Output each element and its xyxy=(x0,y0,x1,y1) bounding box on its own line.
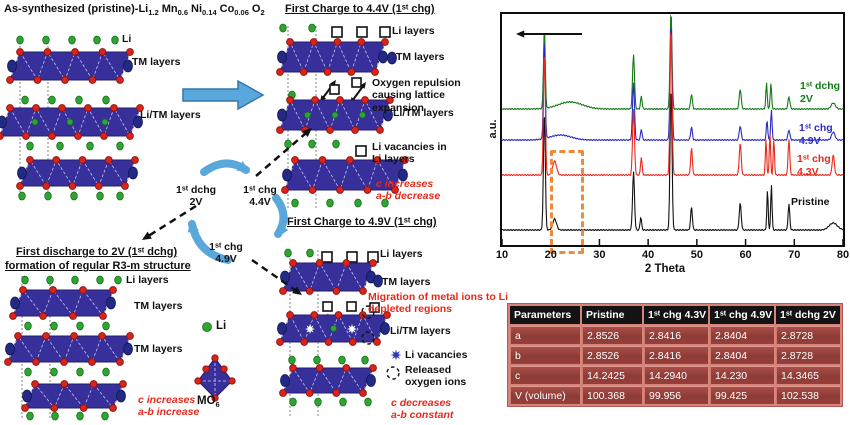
discharge-structure-canvas xyxy=(4,275,236,421)
legend-mo6-label: MO6 xyxy=(197,395,220,409)
discharge-title-line2: formation of regular R3-m structure xyxy=(5,260,191,272)
row-label: V (volume) xyxy=(510,386,580,404)
curve-label-dchg-2v-line1: 1ˢᵗ dchg xyxy=(800,80,841,92)
charge44-title: First Charge to 4.4V (1ˢᵗ chg) xyxy=(285,3,435,15)
discharge-c-note: c increases xyxy=(138,394,196,406)
legend-li-vacancies-label: Li vacancies xyxy=(405,349,468,361)
charge44-structure-canvas xyxy=(276,23,409,208)
pristine-litm-layers-label: Li/TM layers xyxy=(140,109,201,121)
charge49-litm-layers-label: Li/TM layers xyxy=(390,325,451,337)
x-axis-label: 2 Theta xyxy=(644,263,686,275)
cell-value: 99.956 xyxy=(644,386,708,404)
charge44-li-layers-label: Li layers xyxy=(392,25,435,37)
charge44-ab-note: a-b decrease xyxy=(376,190,441,202)
cell-value: 14.2425 xyxy=(582,366,642,384)
cell-value: 2.8728 xyxy=(776,326,840,344)
curve-label-dchg-2v-line2: 2V xyxy=(800,93,813,105)
cell-value: 102.538 xyxy=(776,386,840,404)
curve-label-chg-49v-line2: 4.9V xyxy=(799,135,821,147)
discharge-tm-layers-label-2: TM layers xyxy=(134,343,183,355)
legend-released-oxygen-label: Released oxygen ions xyxy=(405,364,467,389)
row-label: c xyxy=(510,366,580,384)
x-tick-label: 70 xyxy=(788,249,801,261)
charge44-litm-layers-label: Li/TM layers xyxy=(393,107,454,119)
x-tick-label: 10 xyxy=(495,249,509,261)
legend-li-label: Li xyxy=(216,320,227,332)
pristine-structure-canvas xyxy=(0,35,144,202)
x-tick-label: 30 xyxy=(593,249,606,261)
cell-value: 2.8404 xyxy=(710,346,774,364)
charge49-title: First Charge to 4.9V (1ˢᵗ chg) xyxy=(287,216,437,228)
x-tick-label: 50 xyxy=(690,249,703,261)
cell-value: 2.8526 xyxy=(582,346,642,364)
cell-value: 14.3465 xyxy=(776,366,840,384)
table-header: 1ˢᵗ chg 4.3V xyxy=(644,306,708,324)
cell-value: 14.230 xyxy=(710,366,774,384)
oxygen-repulsion-note: Oxygen repulsion causing lattice expansi… xyxy=(372,77,461,114)
migration-note: Migration of metal ions to Li depleted r… xyxy=(368,291,508,316)
cell-value: 99.425 xyxy=(710,386,774,404)
cell-value: 2.8404 xyxy=(710,326,774,344)
charge44-tm-layers-label: TM layers xyxy=(396,51,445,63)
discharge-title-line1: First discharge to 2V (1ˢᵗ dchg) xyxy=(16,246,178,258)
cell-value: 14.2940 xyxy=(644,366,708,384)
cell-value: 2.8526 xyxy=(582,326,642,344)
x-tick-label: 20 xyxy=(544,249,557,261)
cell-value: 2.8728 xyxy=(776,346,840,364)
table-header: Parameters xyxy=(510,306,580,324)
discharge-li-layers-label: Li layers xyxy=(126,274,169,286)
cell-value: 2.8416 xyxy=(644,326,708,344)
superstructure-highlight-box xyxy=(550,150,584,254)
x-tick-label: 40 xyxy=(642,249,655,261)
discharge-ab-note: a-b increase xyxy=(138,406,200,418)
cell-value: 2.8416 xyxy=(644,346,708,364)
discharge-tm-layers-label-1: TM layers xyxy=(134,300,183,312)
x-tick-label: 60 xyxy=(739,249,752,261)
y-axis-label: a.u. xyxy=(487,119,499,139)
curve-label-chg-49v-line1: 1ˢᵗ chg xyxy=(799,122,833,134)
x-tick-label: 80 xyxy=(836,249,850,261)
curve-label-pristine: Pristine xyxy=(791,196,830,208)
row-label: b xyxy=(510,346,580,364)
charge49-li-layers-label: Li layers xyxy=(380,248,423,260)
charge49-c-note: c decreases xyxy=(391,397,452,409)
charge49-structure-canvas xyxy=(276,248,402,418)
table-header: 1ˢᵗ dchg 2V xyxy=(776,306,840,324)
pristine-tm-layers-label: TM layers xyxy=(132,56,181,68)
pristine-li-label: Li xyxy=(122,33,132,45)
cell-value: 100.368 xyxy=(582,386,642,404)
charge44-c-note: c increases xyxy=(376,178,434,190)
curve-label-chg-43v-line2: 4.3V xyxy=(797,166,819,178)
charge49-tm-layers-label: TM layers xyxy=(382,276,431,288)
row-label: a xyxy=(510,326,580,344)
table-header: 1ˢᵗ chg 4.9V xyxy=(710,306,774,324)
curve-label-chg-43v-line1: 1ˢᵗ chg xyxy=(797,153,831,165)
xrd-plot-canvas xyxy=(502,14,843,245)
table-header: Pristine xyxy=(582,306,642,324)
charge49-ab-note: a-b constant xyxy=(391,409,454,421)
li-vacancy-note: Li vacancies in Li layers xyxy=(372,141,447,166)
